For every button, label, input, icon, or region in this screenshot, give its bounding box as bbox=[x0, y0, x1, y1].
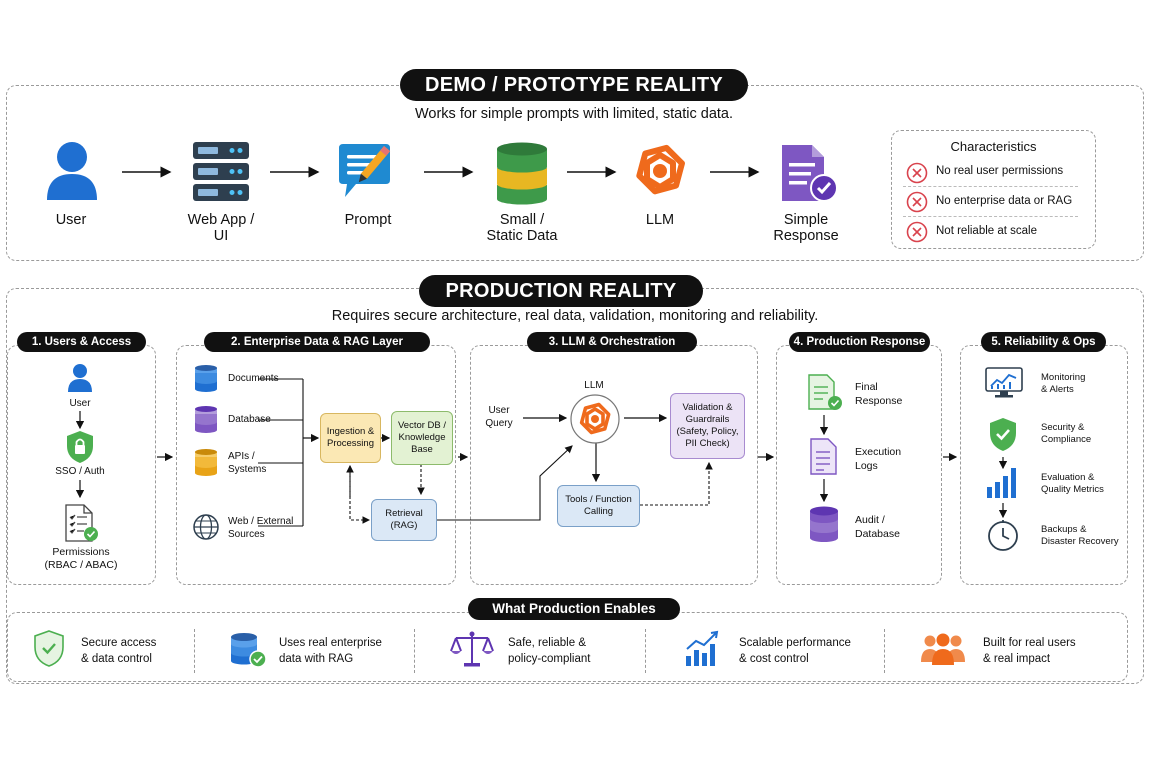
shield-check-icon bbox=[34, 630, 64, 667]
llm-logo-icon bbox=[570, 394, 620, 444]
demo-step-llm-label: LLM bbox=[645, 212, 675, 228]
data-source-label: Database bbox=[228, 414, 271, 425]
bar-chart-icon bbox=[987, 468, 1016, 498]
growth-chart-icon bbox=[686, 630, 719, 666]
llm-label: LLM bbox=[584, 380, 604, 391]
documents-stack-icon bbox=[195, 365, 217, 392]
characteristics-divider bbox=[903, 186, 1078, 187]
production-title: PRODUCTION REALITY bbox=[419, 275, 703, 307]
users-access-title: 1. Users & Access bbox=[17, 332, 146, 352]
vector-db-box: Vector DB / Knowledge Base bbox=[391, 411, 453, 465]
demo-step-user-label: User bbox=[55, 212, 87, 228]
shield-lock-icon bbox=[67, 431, 93, 463]
clock-backup-icon bbox=[988, 520, 1018, 551]
characteristic-item: Not reliable at scale bbox=[936, 225, 1037, 237]
enables-separator bbox=[414, 629, 415, 673]
data-source-label: Web / External Sources bbox=[228, 516, 294, 540]
x-circle-icon bbox=[906, 162, 928, 184]
production-subtitle: Requires secure architecture, real data,… bbox=[331, 308, 819, 324]
ops-security-label: Security & Compliance bbox=[1041, 422, 1092, 445]
demo-step-response-label: Simple Response bbox=[773, 212, 839, 244]
data-source-label: APIs / Systems bbox=[228, 451, 267, 475]
execution-logs-label: Execution Logs bbox=[855, 446, 902, 472]
enterprise-data-panel bbox=[176, 345, 456, 585]
users-user-label: User bbox=[69, 398, 91, 409]
audit-database-label: Audit / Database bbox=[855, 514, 900, 540]
demo-step-webapp-label: Web App / UI bbox=[187, 212, 255, 244]
audit-database-icon bbox=[810, 506, 838, 542]
characteristics-title: Characteristics bbox=[950, 139, 1037, 154]
enables-item-label: Secure access & data control bbox=[81, 637, 157, 665]
users-sso-label: SSO / Auth bbox=[55, 466, 105, 477]
ops-monitoring-label: Monitoring & Alerts bbox=[1041, 372, 1086, 395]
validation-guardrails-box: Validation & Guardrails (Safety, Policy,… bbox=[670, 393, 745, 459]
characteristics-box bbox=[891, 130, 1096, 249]
database-icon bbox=[195, 406, 217, 433]
ingestion-processing-box: Ingestion & Processing bbox=[320, 413, 381, 463]
characteristic-item: No real user permissions bbox=[936, 165, 1064, 177]
document-check-icon bbox=[782, 145, 838, 202]
characteristic-item: No enterprise data or RAG bbox=[936, 195, 1073, 207]
permissions-checklist-icon bbox=[65, 504, 98, 542]
enables-item-label: Uses real enterprise data with RAG bbox=[279, 637, 382, 665]
enables-separator bbox=[194, 629, 195, 673]
enables-item-label: Scalable performance & cost control bbox=[739, 637, 851, 665]
database-icon bbox=[497, 142, 547, 205]
balance-scale-icon bbox=[450, 631, 494, 667]
reliability-ops-title: 5. Reliability & Ops bbox=[981, 332, 1106, 352]
x-circle-icon bbox=[906, 221, 928, 243]
api-systems-icon bbox=[195, 449, 217, 476]
llm-orchestration-title: 3. LLM & Orchestration bbox=[527, 332, 697, 352]
enables-separator bbox=[645, 629, 646, 673]
users-permissions-label: Permissions (RBAC / ABAC) bbox=[44, 546, 118, 571]
server-icon bbox=[193, 142, 249, 201]
database-check-icon bbox=[231, 633, 267, 668]
final-response-label: Final Response bbox=[855, 381, 903, 407]
globe-icon bbox=[193, 514, 219, 540]
production-response-title: 4. Production Response bbox=[789, 332, 930, 352]
demo-step-prompt-label: Prompt bbox=[344, 212, 392, 228]
enables-item-label: Safe, reliable & policy-compliant bbox=[508, 637, 591, 665]
ops-evaluation-label: Evaluation & Quality Metrics bbox=[1041, 472, 1104, 495]
final-response-doc-icon bbox=[808, 374, 842, 410]
enables-separator bbox=[884, 629, 885, 673]
user-icon bbox=[47, 142, 97, 200]
user-icon bbox=[68, 364, 92, 392]
monitoring-screen-icon bbox=[985, 367, 1023, 398]
demo-title: DEMO / PROTOTYPE REALITY bbox=[400, 69, 748, 101]
data-source-label: Documents bbox=[228, 373, 279, 384]
llm-logo-icon bbox=[636, 144, 685, 195]
x-circle-icon bbox=[906, 191, 928, 213]
tools-function-calling-box: Tools / Function Calling bbox=[557, 485, 640, 527]
user-query-label: User Query bbox=[485, 405, 513, 429]
enables-title: What Production Enables bbox=[468, 598, 680, 620]
ops-backups-label: Backups & Disaster Recovery bbox=[1041, 524, 1119, 547]
demo-subtitle: Works for simple prompts with limited, s… bbox=[414, 106, 734, 122]
demo-step-data-label: Small / Static Data bbox=[486, 212, 558, 244]
security-shield-icon bbox=[990, 418, 1016, 451]
execution-logs-icon bbox=[810, 438, 837, 475]
retrieval-rag-box: Retrieval (RAG) bbox=[371, 499, 437, 541]
characteristics-divider bbox=[903, 216, 1078, 217]
users-group-icon bbox=[921, 633, 965, 665]
enterprise-data-title: 2. Enterprise Data & RAG Layer bbox=[204, 332, 430, 352]
prompt-chat-icon bbox=[339, 144, 391, 197]
enables-item-label: Built for real users & real impact bbox=[983, 637, 1076, 665]
